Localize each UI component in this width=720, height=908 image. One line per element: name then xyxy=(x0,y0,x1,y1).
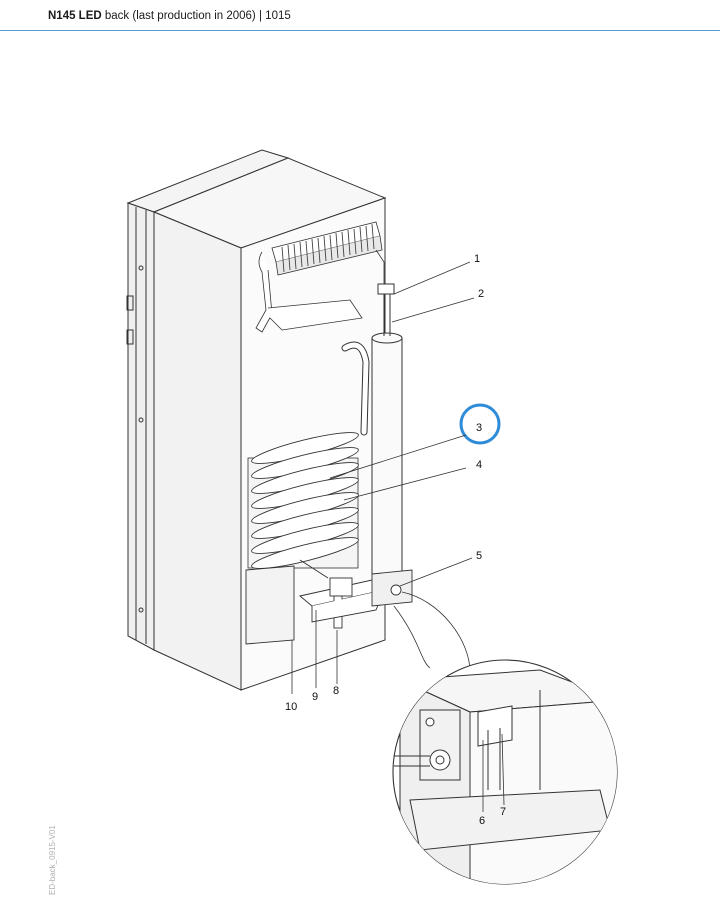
callout-9: 9 xyxy=(312,691,318,703)
page-number: 1015 xyxy=(265,10,291,22)
callout-1: 1 xyxy=(474,253,480,265)
highlight-circle xyxy=(459,403,501,445)
model-name: N145 LED xyxy=(48,10,102,22)
callout-10: 10 xyxy=(285,701,297,713)
header-separator: | xyxy=(258,10,262,22)
callout-8: 8 xyxy=(333,685,339,697)
image-code: ED-back_0915-V01 xyxy=(48,825,57,895)
callout-4: 4 xyxy=(476,459,482,471)
header-subtitle: back (last production in 2006) xyxy=(104,10,256,22)
condenser xyxy=(255,221,385,333)
detail-zoom xyxy=(392,591,618,885)
page-header: N145 LED back (last production in 2006) … xyxy=(0,0,720,31)
absorber-coil xyxy=(247,432,359,569)
callout-3: 3 xyxy=(476,422,482,434)
leader-lines xyxy=(291,261,505,812)
callout-5: 5 xyxy=(476,550,482,562)
callout-2: 2 xyxy=(478,288,484,300)
burner-assembly xyxy=(245,559,413,645)
header-title: N145 LED back (last production in 2006) … xyxy=(48,10,291,22)
boiler-tube xyxy=(371,283,403,575)
callout-6: 6 xyxy=(479,815,485,827)
callout-7: 7 xyxy=(500,806,506,818)
